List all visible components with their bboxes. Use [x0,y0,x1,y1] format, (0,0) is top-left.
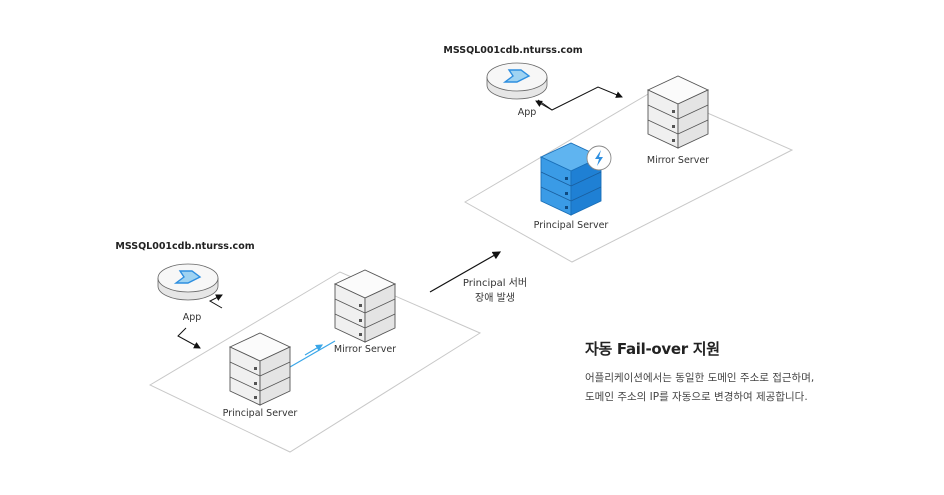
app-disk-icon [157,263,219,301]
info-description: 어플리케이션에서는 동일한 도메인 주소로 접근하며, 도메인 주소의 IP를 … [585,369,905,407]
left-app-label: App [183,312,202,323]
left-principal-label: Principal Server [223,408,298,419]
left-app-link-down [177,327,201,349]
right-platform [463,89,794,263]
right-mirror-label: Mirror Server [647,155,709,166]
right-mirror-server-icon [646,75,710,149]
right-host-label: MSSQL001cdb.nturss.com [443,45,582,56]
left-mirror-label: Mirror Server [334,344,396,355]
event-label-line2: 장애 발생 [475,292,515,304]
info-desc-line2: 도메인 주소의 IP를 자동으로 변경하여 제공합니다. [585,391,808,403]
right-scene: MSSQL001cdb.nturss.com App Mirror Server [443,45,794,263]
left-mirror-server-icon [333,269,397,343]
info-desc-line1: 어플리케이션에서는 동일한 도메인 주소로 접근하며, [585,372,815,384]
app-disk-icon [486,62,548,100]
right-app-label: App [518,107,537,118]
event-label-line1: Principal 서버 [463,277,527,289]
right-app-link [537,86,623,111]
left-principal-server-icon [228,332,292,406]
info-panel: 자동 Fail-over 지원 어플리케이션에서는 동일한 도메인 주소로 접근… [585,338,905,407]
lightning-badge-icon [586,145,612,171]
right-principal-server-icon [539,142,603,216]
left-platform [148,271,482,453]
left-replication-link [289,340,336,368]
left-scene: MSSQL001cdb.nturss.com App Principal Ser… [115,241,482,453]
right-principal-label: Principal Server [534,220,609,231]
left-host-label: MSSQL001cdb.nturss.com [115,241,254,252]
transition-arrow [429,251,502,293]
info-title: 자동 Fail-over 지원 [585,340,720,358]
left-app-link-up [208,294,223,309]
